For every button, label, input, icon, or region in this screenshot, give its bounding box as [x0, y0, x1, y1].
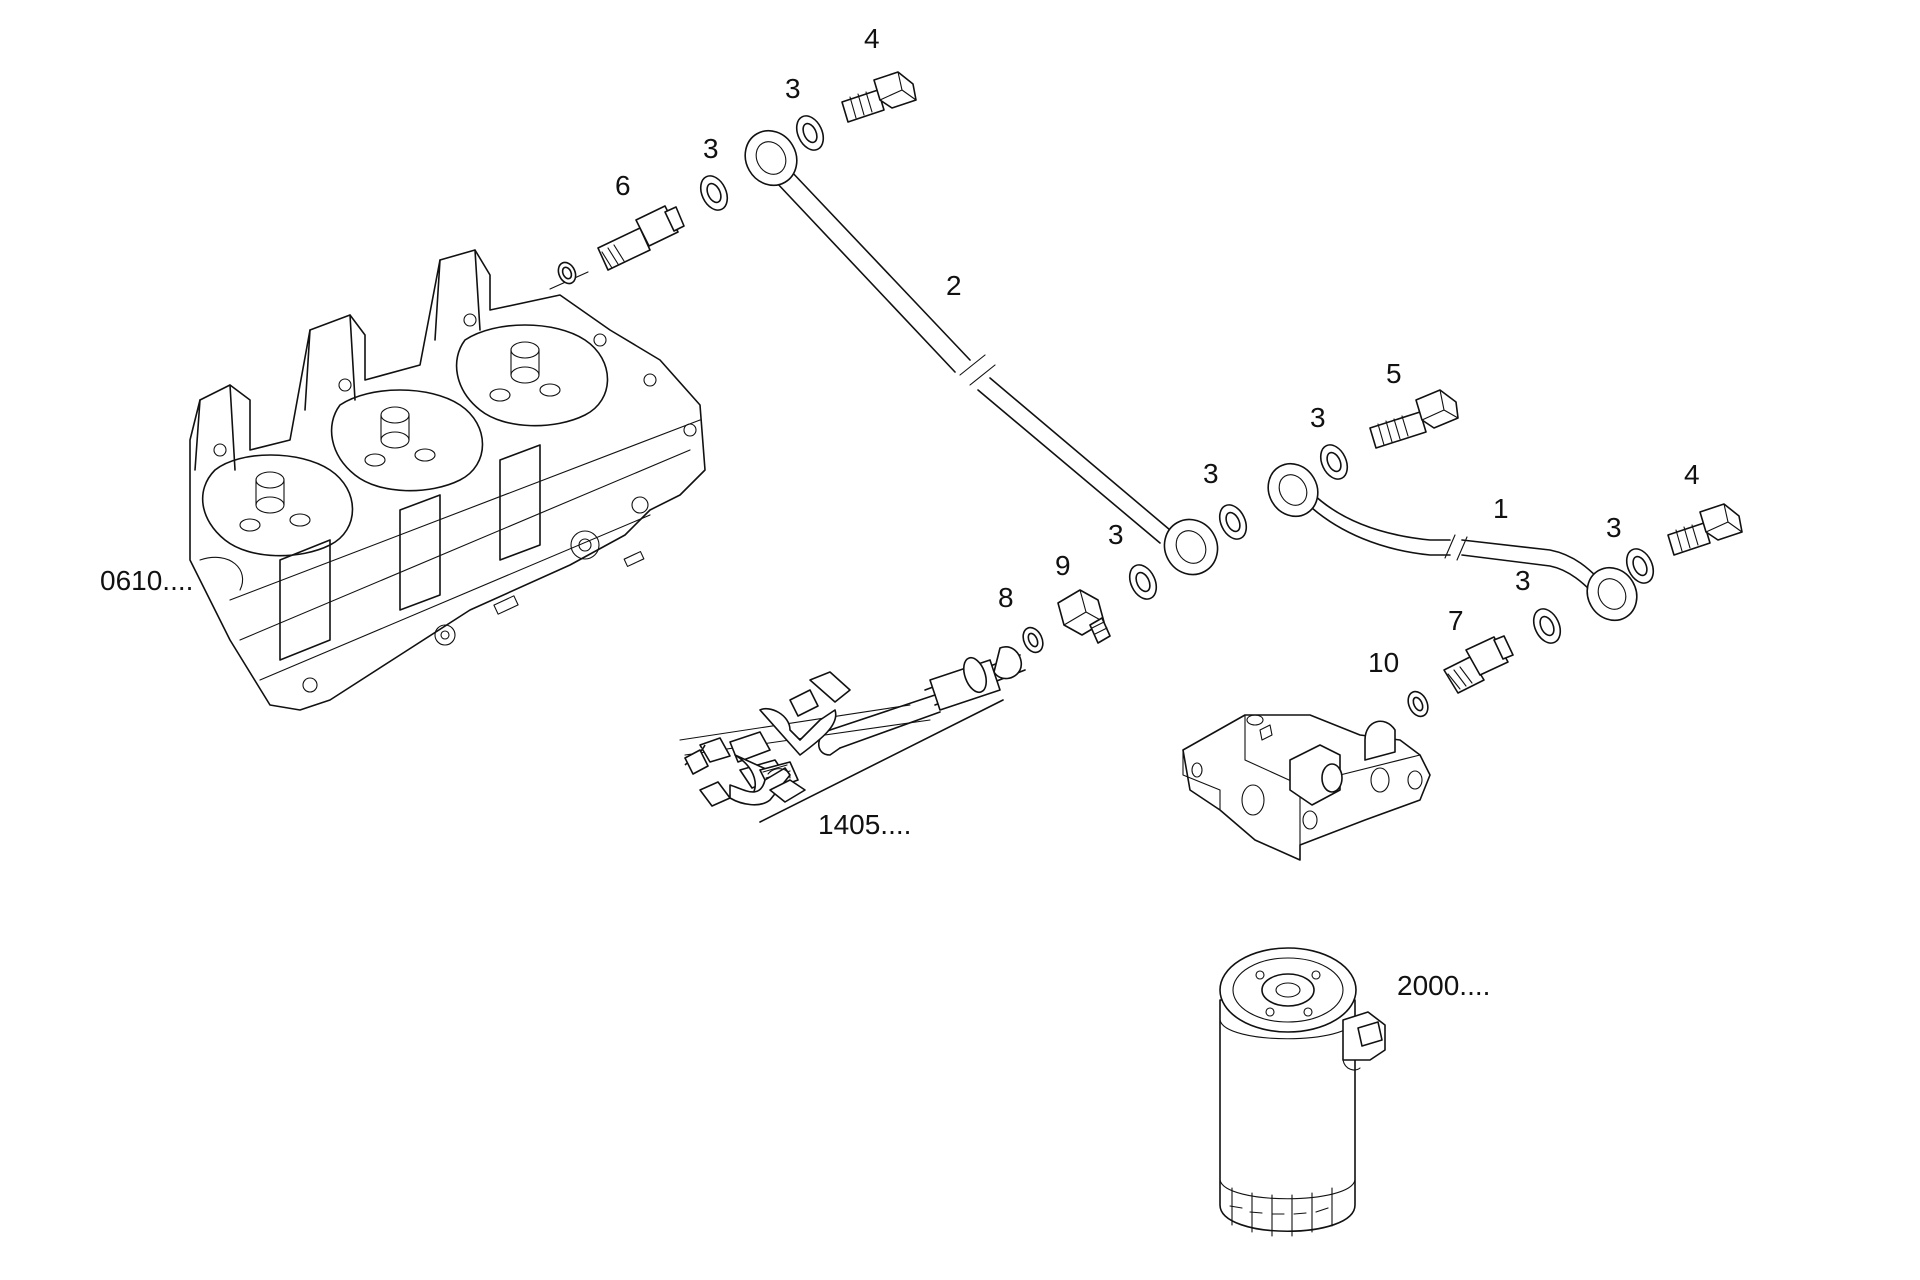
callout-3-f: 3: [1606, 512, 1622, 543]
part-7-sensor: [1443, 635, 1514, 694]
callout-4-b: 4: [1684, 459, 1700, 490]
fuel-filter-cartridge: [1219, 947, 1386, 1237]
callout-3-e: 3: [1108, 519, 1124, 550]
part-1-fuel-pipe: [1267, 462, 1638, 622]
callout-3-c: 3: [1310, 402, 1326, 433]
callout-3-d: 3: [1203, 458, 1219, 489]
callout-4-a: 4: [864, 23, 880, 54]
ref-label-fuel-filter: 2000....: [1397, 970, 1490, 1001]
callout-3-b: 3: [785, 73, 801, 104]
callout-7: 7: [1448, 605, 1464, 636]
part-10-washer: [1407, 690, 1429, 718]
callout-8: 8: [998, 582, 1014, 613]
callout-10: 10: [1368, 647, 1399, 678]
callout-5: 5: [1386, 358, 1402, 389]
callout-2: 2: [946, 270, 962, 301]
callout-3-g: 3: [1515, 565, 1531, 596]
fuel-rail-assembly: [679, 646, 1026, 823]
ref-label-cylinder-head: 0610....: [100, 565, 193, 596]
part-5-bolt: [1369, 389, 1459, 449]
cylinder-head-assembly: [189, 249, 706, 711]
callout-3-a: 3: [703, 133, 719, 164]
part-2-fuel-pipe: [744, 129, 1219, 576]
callout-1: 1: [1493, 493, 1509, 524]
callout-6: 6: [615, 170, 631, 201]
part-6-sensor: [549, 205, 685, 290]
part-4-banjo-bolt-top: [841, 71, 917, 123]
part-8-washer: [1022, 626, 1044, 654]
part-4-banjo-bolt-right: [1667, 503, 1743, 556]
part-9-plug: [1057, 589, 1111, 644]
callout-9: 9: [1055, 550, 1071, 581]
washers-part-3: [699, 115, 1655, 644]
ref-label-fuel-rail: 1405....: [818, 809, 911, 840]
filter-head-bracket: [1182, 714, 1431, 861]
